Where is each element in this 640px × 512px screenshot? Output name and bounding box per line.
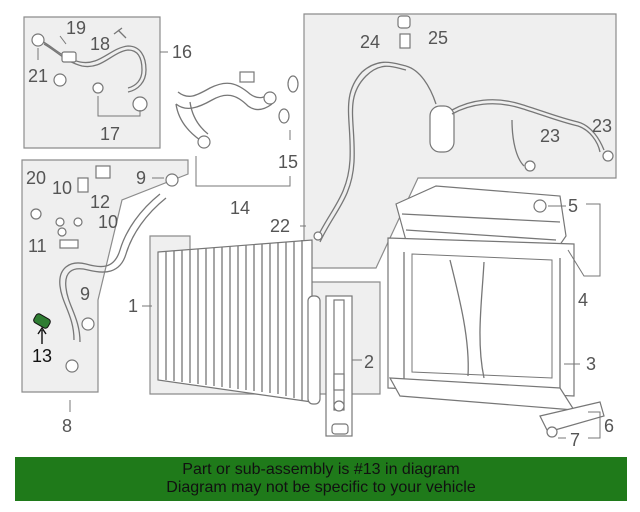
callout-10-top: 10 [52,178,72,198]
callout-20: 20 [26,168,46,188]
condenser-fins [165,240,303,400]
callout-15: 15 [278,152,298,172]
callout-13: 13 [32,346,52,366]
callout-11: 11 [28,236,47,256]
callout-22: 22 [270,216,290,236]
callout-25: 25 [428,28,448,48]
callout-19: 19 [66,18,86,38]
callout-17: 17 [100,124,120,144]
panel-16 [23,16,168,149]
hose-14-group [175,71,299,187]
banner-line-1: Part or sub-assembly is #13 in diagram [182,461,460,478]
part-13-highlight [33,313,51,344]
callout-23-right: 23 [592,116,612,136]
callout-24: 24 [360,32,380,52]
callout-9-top: 9 [136,168,146,188]
callout-4: 4 [578,290,588,310]
callout-7: 7 [570,430,580,450]
parts-diagram: 16 19 18 21 17 14 15 22 24 25 23 [21,13,617,450]
callout-5: 5 [568,196,578,216]
callout-1: 1 [128,296,138,316]
callout-21: 21 [28,66,48,86]
panel-8 [21,159,189,412]
callout-18: 18 [90,34,110,54]
callout-9-bottom: 9 [80,284,90,304]
info-banner: Part or sub-assembly is #13 in diagram D… [15,457,627,501]
callout-14: 14 [230,198,250,218]
banner-line-2: Diagram may not be specific to your vehi… [166,479,476,496]
callout-23-left: 23 [540,126,560,146]
callout-2: 2 [364,352,374,372]
callout-12: 12 [90,192,110,212]
callout-8: 8 [62,416,72,436]
panel-1 [142,235,381,437]
callout-3: 3 [586,354,596,374]
radiator-support-group [387,185,605,439]
callout-10-right: 10 [98,212,118,232]
callout-6: 6 [604,416,614,436]
callout-16: 16 [172,42,192,62]
